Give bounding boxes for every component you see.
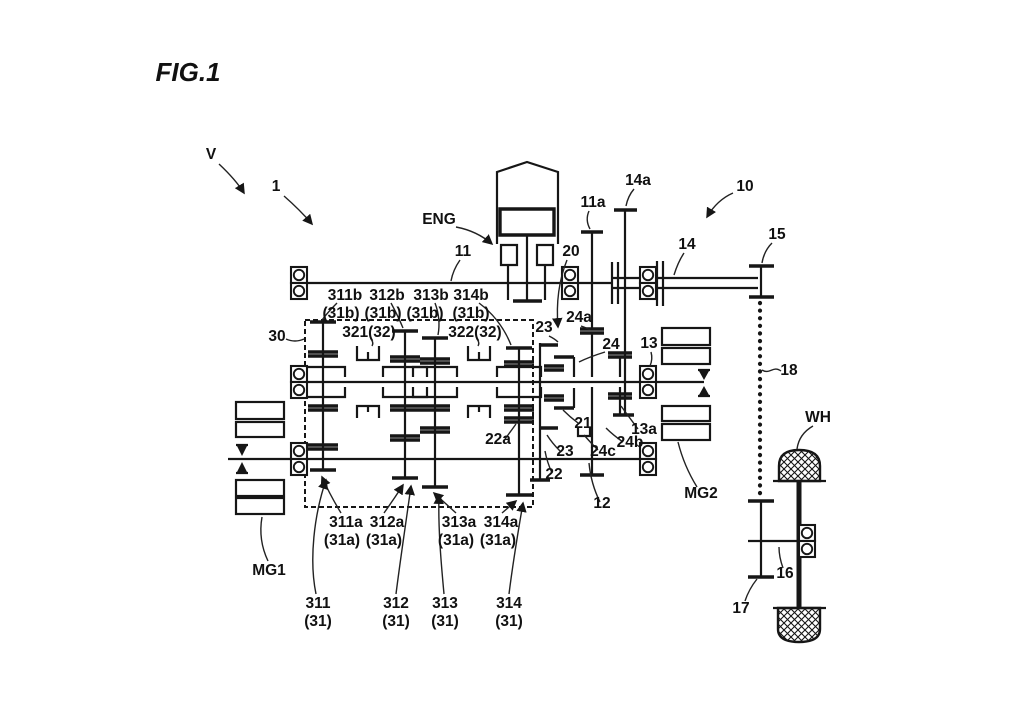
label-313a: 313a [442, 514, 477, 531]
gear-pair-312 [381, 329, 429, 480]
label-14: 14 [678, 236, 696, 253]
label-17: 17 [732, 600, 749, 617]
bearing [797, 523, 817, 559]
bearing [289, 265, 309, 301]
gear-pair-314 [495, 346, 543, 497]
label-1: 1 [272, 178, 281, 195]
labels: FIG.1 V 1 10 ENG 11 20 11a 14a 14 15 311… [155, 57, 830, 630]
label-13: 13 [640, 335, 658, 352]
label-23-upper: 23 [535, 319, 553, 336]
label-311a: 311a [329, 514, 363, 531]
label-15: 15 [768, 226, 786, 243]
label-13a: 13a [631, 421, 657, 438]
label-313: 313 [432, 595, 458, 612]
label-31a-1: (31a) [324, 532, 360, 549]
gearbox-30-outline [304, 319, 534, 508]
label-31-4: (31) [495, 613, 523, 630]
label-24: 24 [602, 336, 620, 353]
label-12: 12 [593, 495, 610, 512]
label-31a-2: (31a) [366, 532, 402, 549]
gear-train-structure [228, 160, 826, 644]
label-22: 22 [545, 466, 562, 483]
bearing [638, 364, 658, 400]
label-23-lower: 23 [556, 443, 574, 460]
label-16: 16 [776, 565, 794, 582]
label-mg2: MG2 [684, 485, 718, 502]
label-322: 322(32) [448, 324, 501, 341]
gear-14a-caps [613, 208, 637, 417]
label-312b: 312b [369, 287, 404, 304]
label-31b-2: (31b) [364, 305, 401, 322]
label-314b: 314b [453, 287, 488, 304]
engine-symbol [495, 160, 560, 303]
wheel-bottom [773, 606, 826, 644]
label-30: 30 [268, 328, 285, 345]
bearing [289, 441, 309, 477]
label-31a-3: (31a) [438, 532, 474, 549]
label-24c: 24c [590, 443, 616, 460]
label-21: 21 [574, 415, 592, 432]
label-18: 18 [780, 362, 798, 379]
label-312: 312 [383, 595, 409, 612]
mg1-motor [234, 400, 286, 516]
sprocket-15-caps [749, 264, 774, 299]
label-31b-4: (31b) [452, 305, 489, 322]
label-314: 314 [496, 595, 522, 612]
label-31a-4: (31a) [480, 532, 516, 549]
mg2-motor [660, 326, 712, 442]
shaft-14-flanges [610, 261, 665, 306]
label-mg1: MG1 [252, 562, 286, 579]
label-312a: 312a [370, 514, 405, 531]
label-24a: 24a [566, 309, 592, 326]
label-11: 11 [455, 243, 472, 260]
label-wh: WH [805, 409, 831, 426]
label-314a: 314a [484, 514, 519, 531]
label-14a: 14a [625, 172, 651, 189]
label-31b-1: (31b) [322, 305, 359, 322]
label-311b: 311b [328, 287, 362, 304]
label-24b: 24b [617, 434, 644, 451]
sprocket-17-caps [748, 499, 774, 579]
label-v: V [206, 146, 217, 163]
bearing [289, 364, 309, 400]
bearing [560, 265, 580, 301]
figure-title: FIG.1 [155, 57, 220, 87]
leader-lines [218, 163, 814, 602]
bearing [638, 265, 658, 301]
label-311: 311 [305, 595, 330, 612]
label-321: 321(32) [342, 324, 395, 341]
label-31-1: (31) [304, 613, 332, 630]
label-10: 10 [736, 178, 753, 195]
label-eng: ENG [422, 211, 456, 228]
synchronizer-322 [466, 346, 492, 418]
gear-pair-311 [299, 320, 347, 472]
clutch-cluster [530, 327, 632, 482]
label-11a: 11a [580, 194, 605, 211]
wheel-top [773, 448, 826, 483]
label-22a: 22a [485, 431, 511, 448]
label-31b-3: (31b) [406, 305, 443, 322]
label-20: 20 [562, 243, 579, 260]
label-313b: 313b [413, 287, 448, 304]
label-31-2: (31) [382, 613, 410, 630]
synchronizer-321 [355, 346, 381, 418]
label-31-3: (31) [431, 613, 459, 630]
gear-pair-313 [411, 336, 459, 489]
shaft-14 [612, 276, 758, 290]
